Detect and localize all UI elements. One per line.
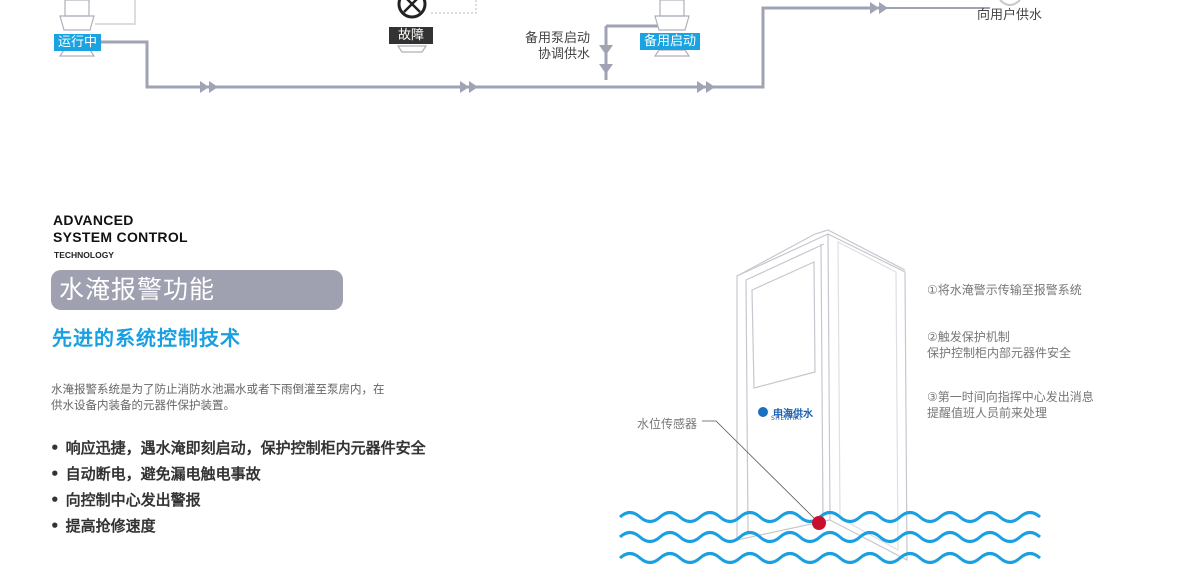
- water-waves: [618, 511, 1042, 564]
- note-1: ①将水淹警示传输至报警系统: [927, 282, 1082, 298]
- flow-arrow-icon: [200, 81, 218, 93]
- coord-text-line2: 协调供水: [538, 47, 591, 62]
- note-2: ②触发保护机制 保护控制柜内部元器件安全: [927, 329, 1071, 361]
- coord-text-line1: 备用泵启动: [525, 31, 591, 46]
- feature-subtitle: 先进的系统控制技术: [52, 326, 241, 350]
- pump-fault-icon: [396, 0, 428, 53]
- fault-badge: 故障: [389, 27, 434, 44]
- feature-title: 水淹报警功能: [51, 270, 343, 310]
- control-cabinet: [736, 229, 908, 561]
- note-1-line1: ①将水淹警示传输至报警系统: [927, 283, 1082, 297]
- flow-arrow-icon: [697, 81, 715, 93]
- note-3: ③第一时间向指挥中心发出消息 提醒值班人员前来处理: [927, 389, 1094, 421]
- bullet-item: 向控制中心发出警报: [50, 487, 426, 513]
- bullet-item: 自动断电，避免漏电触电事故: [50, 461, 426, 487]
- flow-arrows: [200, 2, 888, 93]
- note-2-line1: ②触发保护机制: [927, 330, 1010, 344]
- bullet-item: 响应迅捷，遇水淹即刻启动，保护控制柜内元器件安全: [50, 435, 426, 461]
- down-arrow-icon: [599, 64, 613, 74]
- cabinet-illustration: [618, 229, 1042, 564]
- water-level-sensor-icon: [812, 516, 826, 530]
- logo-mark-icon: [758, 407, 768, 417]
- logo-text-cn: 申海供水: [773, 409, 813, 420]
- feature-bullet-list: 响应迅捷，遇水淹即刻启动，保护控制柜内元器件安全 自动断电，避免漏电触电事故 向…: [50, 435, 426, 539]
- fault-dashed-line: [430, 0, 477, 14]
- flow-arrow-icon: [870, 2, 888, 14]
- supply-label: 向用户供水: [977, 8, 1043, 23]
- bullet-item: 提高抢修速度: [50, 513, 426, 539]
- running-badge: 运行中: [54, 34, 102, 51]
- standby-start-badge: 备用启动: [640, 33, 701, 50]
- flow-arrow-icon: [460, 81, 478, 93]
- eng-heading-line2: SYSTEM CONTROL: [53, 229, 188, 245]
- sensor-label: 水位传感器: [637, 417, 698, 431]
- pump-standby-icon: [653, 0, 691, 57]
- note-3-line1: ③第一时间向指挥中心发出消息: [927, 390, 1094, 404]
- feature-description: 水淹报警系统是为了防止消防水池漏水或者下雨倒灌至泵房内，在供水设备内装备的元器件…: [51, 382, 385, 412]
- shenhai-logo: [758, 407, 768, 417]
- pump-flow-diagram: [58, 0, 1021, 93]
- sensor-pointer-line: [702, 420, 819, 523]
- down-arrow-icon: [599, 45, 613, 55]
- eng-heading-line1: ADVANCED: [53, 212, 134, 228]
- note-3-line2: 提醒值班人员前来处理: [927, 406, 1048, 420]
- logo-text-en: SHENHAI: [771, 415, 802, 422]
- eng-heading-line3: TECHNOLOGY: [54, 250, 114, 260]
- note-2-line2: 保护控制柜内部元器件安全: [927, 346, 1072, 360]
- user-tap-icon: [999, 0, 1021, 6]
- water-pipes: [85, 0, 990, 89]
